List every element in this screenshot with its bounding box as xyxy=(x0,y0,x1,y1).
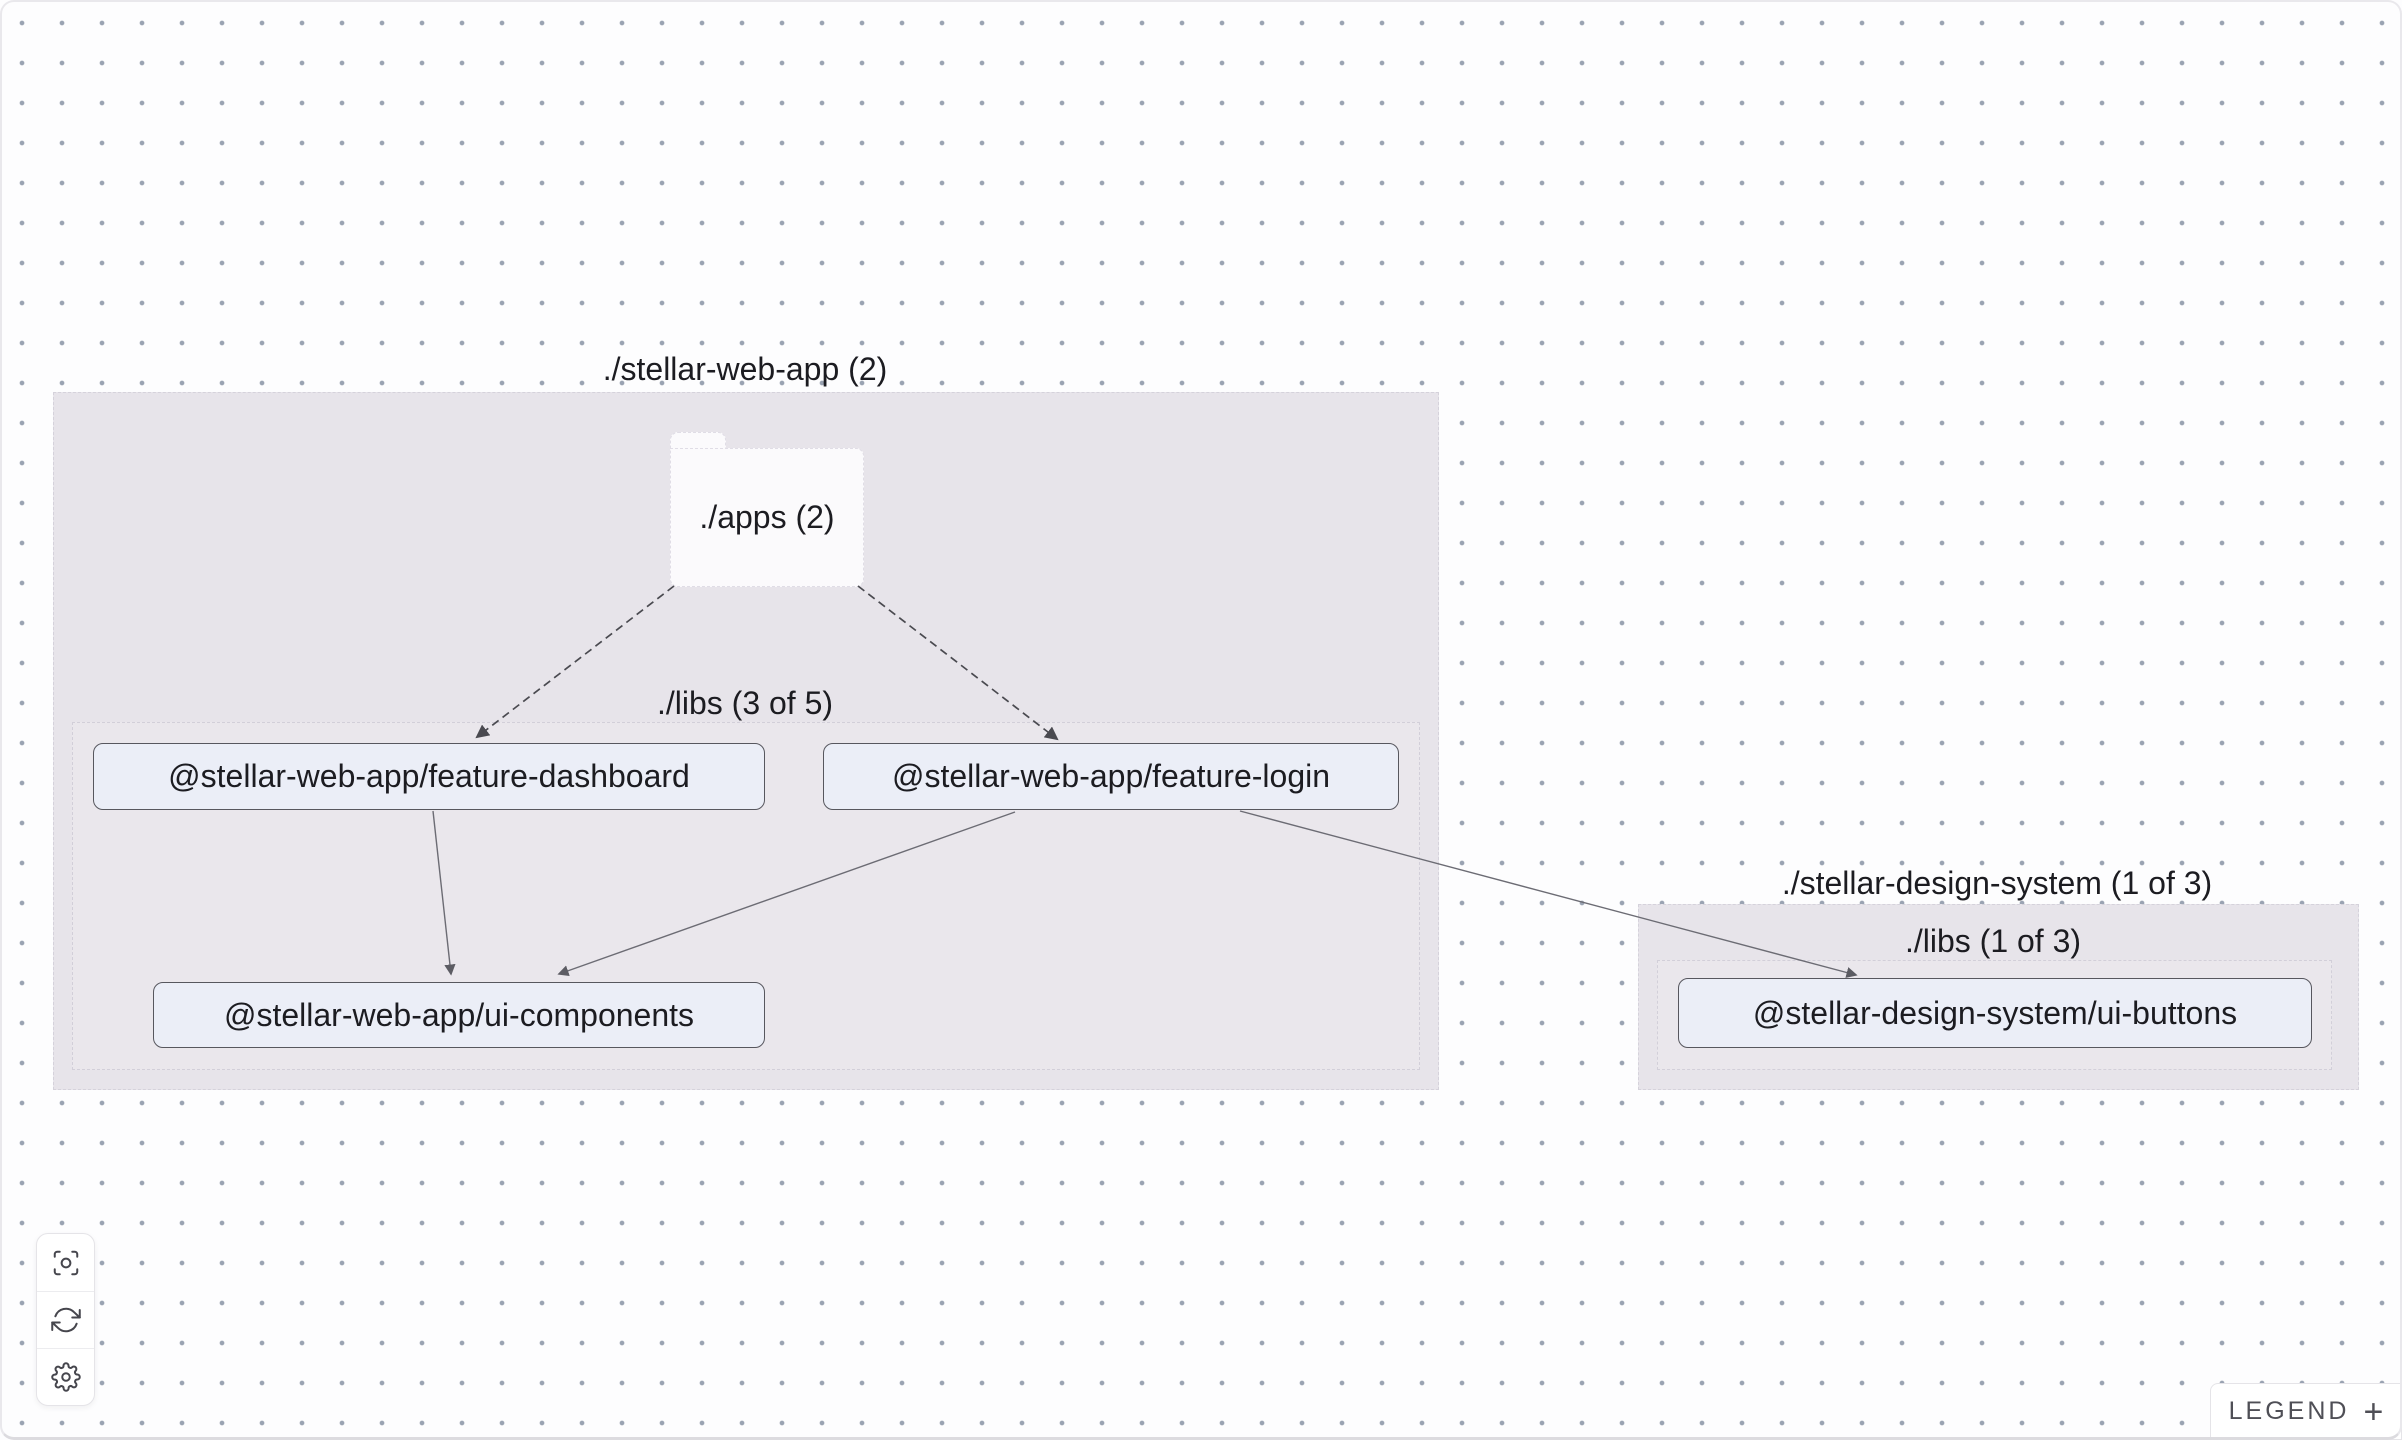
legend-label: LEGEND xyxy=(2228,1397,2350,1425)
group-label-stellar-web-app: ./stellar-web-app (2) xyxy=(602,351,888,387)
graph-toolbar xyxy=(36,1233,95,1406)
project-node-ui-components[interactable]: @stellar-web-app/ui-components xyxy=(153,982,765,1048)
focus-button[interactable] xyxy=(37,1234,94,1291)
legend-button[interactable]: LEGEND + xyxy=(2210,1383,2402,1440)
group-label-stellar-design-system: ./stellar-design-system (1 of 3) xyxy=(1781,865,2213,901)
plus-icon: + xyxy=(2363,1392,2384,1431)
subgroup-label-libs-web-app: ./libs (3 of 5) xyxy=(656,685,834,721)
refresh-icon xyxy=(50,1305,81,1335)
focus-icon xyxy=(51,1248,81,1278)
project-node-ui-buttons[interactable]: @stellar-design-system/ui-buttons xyxy=(1678,978,2312,1048)
folder-node-apps[interactable]: ./apps (2) xyxy=(670,448,864,587)
folder-tab xyxy=(670,432,726,450)
folder-node-label: ./apps (2) xyxy=(699,499,835,535)
project-node-feature-dashboard[interactable]: @stellar-web-app/feature-dashboard xyxy=(93,743,765,810)
settings-button[interactable] xyxy=(37,1348,94,1405)
refresh-button[interactable] xyxy=(37,1291,94,1348)
project-node-feature-login[interactable]: @stellar-web-app/feature-login xyxy=(823,743,1399,810)
subgroup-label-libs-design-system: ./libs (1 of 3) xyxy=(1904,923,2082,959)
settings-icon xyxy=(50,1362,81,1392)
